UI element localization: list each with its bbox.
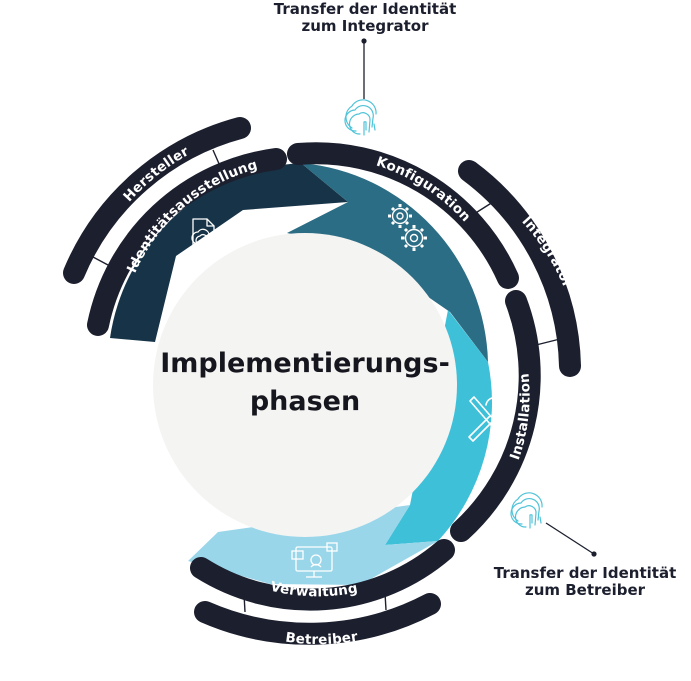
band-konfiguration — [287, 142, 519, 289]
label-betreiber: Betreiber — [284, 629, 359, 648]
band-verwaltung — [190, 539, 455, 611]
fingerprint-icon — [510, 492, 543, 529]
callout-integrator-line1: Transfer der Identität — [273, 0, 457, 18]
callout-betreiber-line1: Transfer der Identität — [493, 564, 677, 582]
label-installation: Installation — [507, 372, 534, 462]
band-identitaetsausstellung — [87, 148, 287, 336]
band-installation — [450, 290, 541, 542]
sector-verwaltung — [188, 505, 438, 585]
band-betreiber — [194, 593, 441, 645]
callout-integrator-connector — [361, 38, 367, 99]
center-title-line2: phasen — [249, 386, 361, 417]
monitor-icon — [291, 542, 338, 578]
center-circle — [153, 233, 457, 537]
callout-betreiber-connector — [545, 522, 597, 557]
band-integrator — [458, 160, 581, 377]
callout-transfer-integrator: Transfer der Identität zum Integrator — [245, 1, 485, 35]
callout-transfer-betreiber: Transfer der Identität zum Betreiber — [470, 565, 691, 599]
gears-icon — [388, 204, 427, 251]
band-hersteller — [63, 117, 251, 284]
callout-integrator-line2: zum Integrator — [301, 17, 429, 35]
band-connectors — [92, 149, 561, 613]
tools-icon — [468, 396, 504, 442]
label-verwaltung: Verwaltung — [269, 579, 359, 601]
document-fingerprint-icon — [191, 218, 227, 252]
callout-betreiber-line2: zum Betreiber — [524, 581, 646, 599]
sector-identitaetsausstellung — [110, 163, 348, 342]
fingerprint-icon — [344, 99, 377, 136]
center-title: Implementierungs- phasen — [150, 345, 460, 421]
center-title-line1: Implementierungs- — [160, 348, 450, 379]
